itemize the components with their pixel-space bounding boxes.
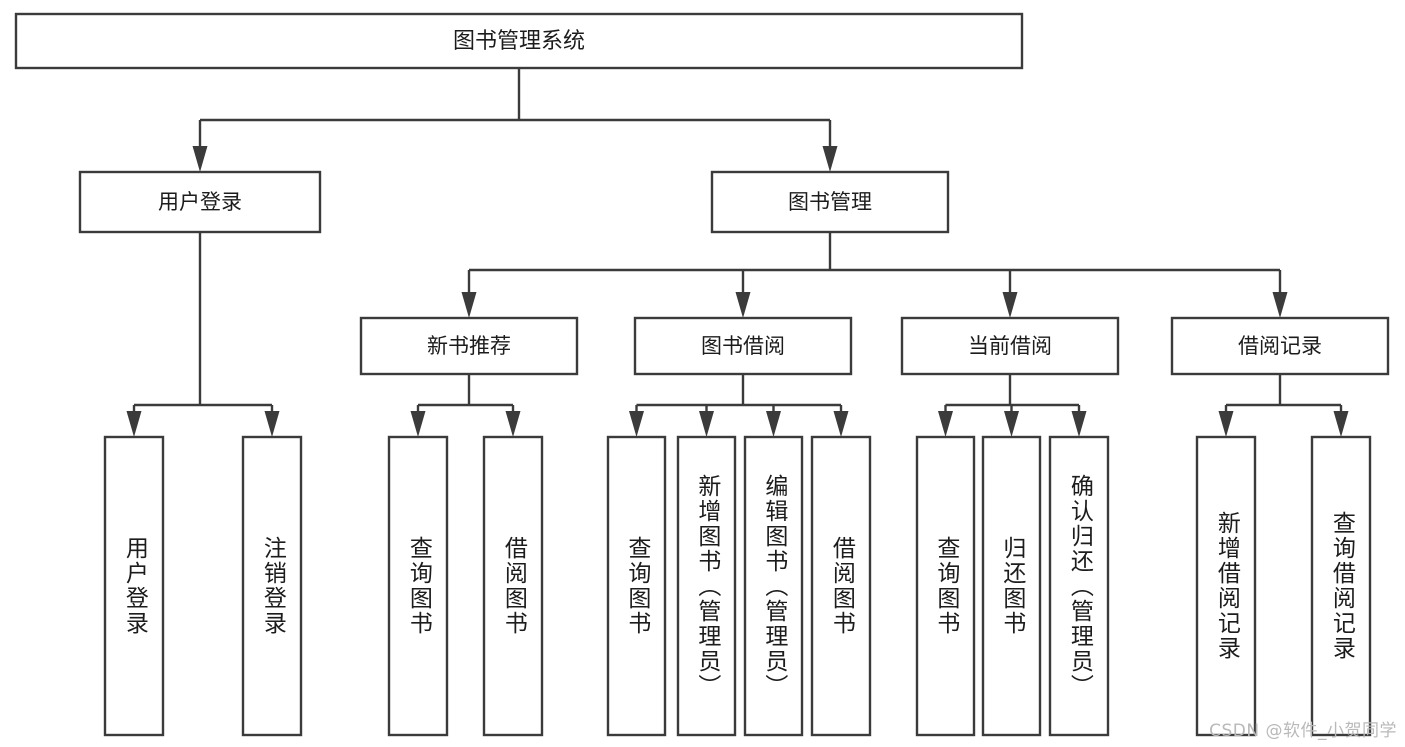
- arrow-head-icon: [264, 411, 280, 437]
- arrow-head-icon: [410, 411, 426, 437]
- node-label-user-login: 用户登录: [158, 190, 242, 214]
- box-layer: [14, 12, 1390, 737]
- node-box-leaf-query-record[interactable]: [1310, 435, 1372, 737]
- node-box-leaf-edit-book[interactable]: [743, 435, 804, 737]
- arrow-head-icon: [699, 411, 714, 437]
- connector-layer: [126, 68, 1349, 437]
- node-box-leaf-query-book-1[interactable]: [387, 435, 449, 737]
- node-box-leaf-query-book-3[interactable]: [915, 435, 976, 737]
- node-box-root[interactable]: [14, 12, 1024, 70]
- node-label-book-borrow: 图书借阅: [701, 334, 785, 358]
- arrow-head-icon: [1218, 411, 1234, 437]
- node-label-new-book-recommend: 新书推荐: [427, 334, 511, 358]
- arrow-head-icon: [126, 411, 142, 437]
- arrow-head-icon: [822, 146, 838, 172]
- node-box-borrow-record[interactable]: [1170, 316, 1390, 376]
- node-box-leaf-logout[interactable]: [241, 435, 303, 737]
- arrow-head-icon: [1272, 292, 1288, 318]
- node-label-book-manage: 图书管理: [788, 190, 872, 214]
- arrow-head-icon: [938, 411, 953, 437]
- arrow-head-icon: [766, 411, 781, 437]
- arrow-head-icon: [461, 292, 477, 318]
- node-label-borrow-record: 借阅记录: [1238, 334, 1322, 358]
- node-label-root: 图书管理系统: [453, 29, 585, 54]
- arrow-head-icon: [629, 411, 644, 437]
- watermark: CSDN @软件_小贺同学: [1209, 721, 1397, 741]
- arrow-head-icon: [192, 146, 208, 172]
- node-box-user-login[interactable]: [78, 170, 322, 234]
- arrow-head-icon: [1071, 411, 1087, 437]
- node-box-leaf-user-login[interactable]: [103, 435, 165, 737]
- node-box-book-manage[interactable]: [710, 170, 950, 234]
- arrow-head-icon: [505, 411, 521, 437]
- arrow-head-icon: [1002, 292, 1018, 318]
- arrow-head-icon: [1004, 411, 1019, 437]
- node-box-leaf-return-book[interactable]: [981, 435, 1042, 737]
- node-box-leaf-borrow-book-2[interactable]: [810, 435, 872, 737]
- node-box-leaf-query-book-2[interactable]: [606, 435, 667, 737]
- node-box-new-book-recommend[interactable]: [359, 316, 579, 376]
- node-label-current-borrow: 当前借阅: [968, 334, 1052, 358]
- arrow-head-icon: [1333, 411, 1349, 437]
- node-box-current-borrow[interactable]: [900, 316, 1120, 376]
- node-box-book-borrow[interactable]: [633, 316, 853, 376]
- arrow-head-icon: [833, 411, 849, 437]
- node-box-leaf-add-book[interactable]: [676, 435, 737, 737]
- arrow-head-icon: [735, 292, 751, 318]
- node-box-leaf-confirm-return[interactable]: [1048, 435, 1110, 737]
- node-box-leaf-borrow-book-1[interactable]: [482, 435, 544, 737]
- node-box-leaf-add-record[interactable]: [1195, 435, 1257, 737]
